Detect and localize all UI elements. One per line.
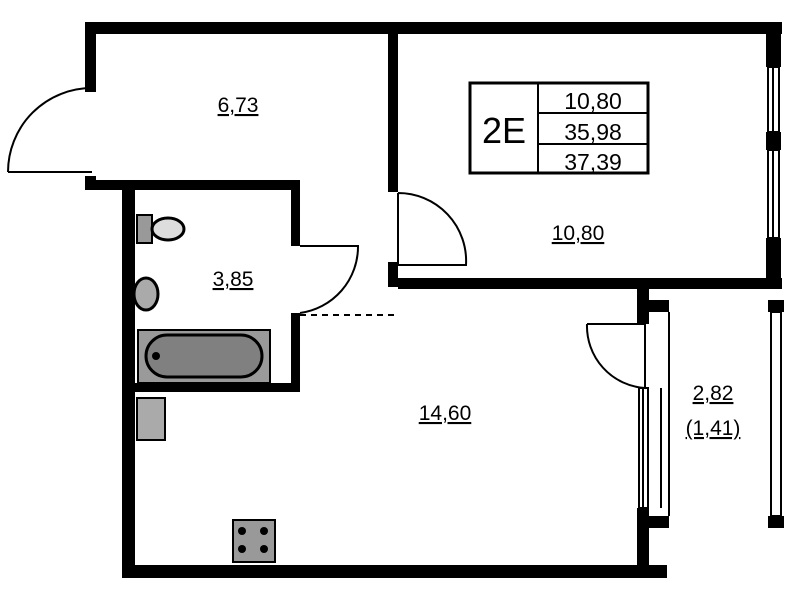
doors: [7, 87, 646, 390]
legend-value-total-area: 35,98: [564, 119, 622, 145]
legend-box: 2E 10,80 35,98 37,39: [468, 81, 650, 175]
toilet-icon: [136, 214, 186, 244]
room-area-hallway: 6,73: [218, 94, 259, 117]
room-area-balcony: 2,82: [693, 382, 734, 405]
legend-value-total-with-balcony: 37,39: [564, 149, 622, 175]
sink-icon: [132, 276, 160, 312]
stove-icon: [232, 519, 276, 563]
unit-code: 2E: [482, 110, 526, 151]
kitchen-sink-icon: [136, 397, 166, 441]
fixtures: [132, 214, 276, 563]
room-area-bedroom: 10,80: [552, 222, 605, 245]
windows: [638, 66, 782, 517]
walls: [85, 22, 784, 578]
room-area-kitchen-living: 14,60: [419, 402, 472, 425]
legend-value-living-area: 10,80: [564, 88, 622, 114]
room-area-bathroom: 3,85: [213, 268, 254, 291]
room-area-balcony-reduced: (1,41): [686, 417, 741, 440]
